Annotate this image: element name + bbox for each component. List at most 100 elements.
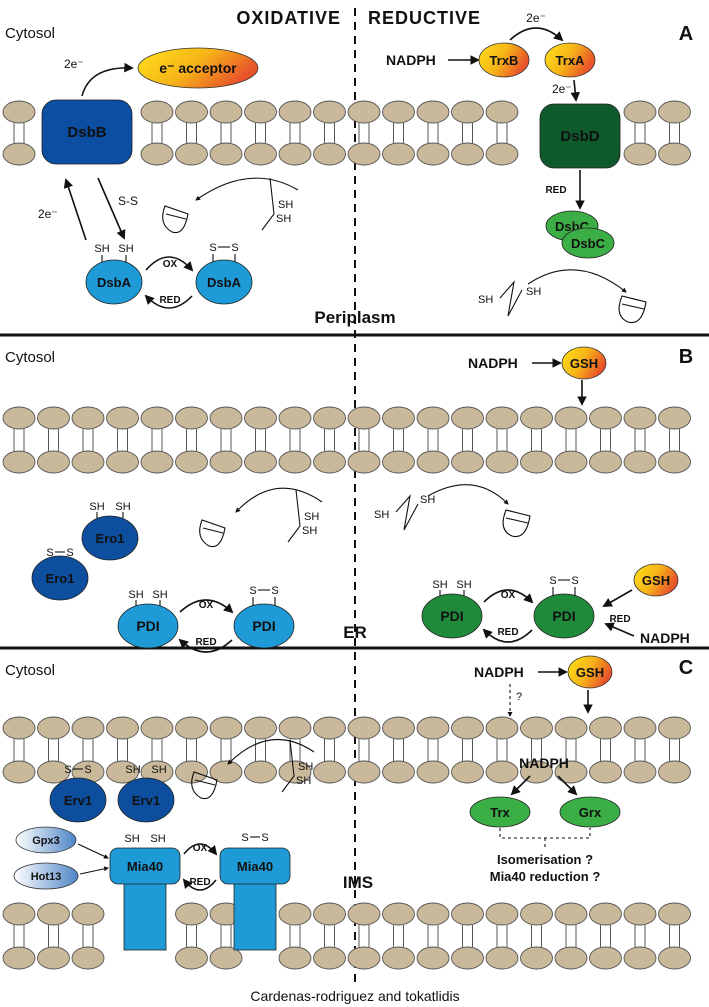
svg-text:TrxB: TrxB <box>490 53 519 68</box>
credit-line: Cardenas-rodriguez and tokatlidis <box>250 988 459 1004</box>
isomerisation-label: Isomerisation ? <box>497 852 593 867</box>
pdi-ox-oxidized <box>233 603 295 649</box>
lipid-head <box>382 902 415 926</box>
svg-text:SH: SH <box>128 589 143 601</box>
panel-letter-a: A <box>679 23 693 45</box>
lipid-head <box>209 142 243 166</box>
erv1-reduced <box>117 777 175 823</box>
lipid-head <box>382 142 415 166</box>
svg-text:SH: SH <box>302 525 317 537</box>
svg-text:SH: SH <box>432 579 447 591</box>
erv1-oxidized <box>49 777 107 823</box>
svg-text:RED: RED <box>195 637 216 648</box>
lipid-head <box>589 406 622 430</box>
svg-text:GSH: GSH <box>642 573 670 588</box>
lipid-head <box>520 902 553 926</box>
lipid-head <box>382 406 415 430</box>
lipid-head <box>485 100 519 124</box>
svg-text:PDI: PDI <box>440 608 463 624</box>
lipid-head <box>520 450 553 474</box>
svg-text:S: S <box>249 585 256 597</box>
svg-text:SH: SH <box>152 589 167 601</box>
svg-text:SH: SH <box>298 761 313 773</box>
lipid-head <box>451 100 484 124</box>
svg-text:SH: SH <box>478 294 493 306</box>
grx <box>559 796 621 828</box>
svg-text:OX: OX <box>199 600 214 611</box>
lipid-head <box>278 760 312 784</box>
hot13 <box>13 862 79 890</box>
svg-text:SH: SH <box>526 286 541 298</box>
gsh-b1 <box>561 346 607 380</box>
svg-text:S: S <box>46 547 53 559</box>
lipid-head <box>658 716 691 740</box>
dsbb-protein <box>41 99 133 165</box>
trxa <box>544 42 596 78</box>
pdi-red-oxidized <box>533 593 595 639</box>
svg-text:GSH: GSH <box>576 665 604 680</box>
svg-text:2e⁻: 2e⁻ <box>552 82 572 96</box>
svg-text:SH: SH <box>115 501 130 513</box>
svg-text:SH: SH <box>420 494 435 506</box>
dsba-oxidized <box>195 259 253 305</box>
lipid-head <box>209 716 243 740</box>
gsh-c <box>567 655 613 689</box>
lipid-head <box>382 100 415 124</box>
panel-letter-b: B <box>679 346 693 368</box>
svg-text:S: S <box>64 764 71 776</box>
lipid-head <box>37 946 70 970</box>
lipid-head <box>209 946 243 970</box>
lipid-head <box>71 716 105 740</box>
lipid-head <box>140 716 174 740</box>
nadph-label-c2: NADPH <box>519 755 569 771</box>
cytosol-label-b: Cytosol <box>5 349 55 366</box>
panel-letter-c: C <box>679 657 693 679</box>
lipid-head <box>658 450 691 474</box>
svg-text:Mia40: Mia40 <box>237 859 273 874</box>
mia40-reduced-stalk <box>123 879 167 951</box>
svg-text:SH: SH <box>374 509 389 521</box>
lipid-head <box>209 100 243 124</box>
panel-a: Cytosol A Periplasm DsbB e⁻ acceptor 2e⁻… <box>5 11 693 327</box>
lipid-head <box>175 450 208 474</box>
lipid-head <box>278 902 312 926</box>
svg-text:Mia40: Mia40 <box>127 859 163 874</box>
svg-text:S: S <box>241 832 248 844</box>
dsbc-b <box>561 227 615 259</box>
lipid-head <box>244 100 277 124</box>
lipid-head <box>451 450 484 474</box>
lipid-head <box>140 142 174 166</box>
lipid-head <box>589 450 622 474</box>
lipid-head <box>209 406 243 430</box>
lipid-head <box>416 450 450 474</box>
lipid-head <box>244 760 277 784</box>
lipid-head <box>313 902 346 926</box>
lipid-head <box>71 406 105 430</box>
lipid-head <box>313 100 346 124</box>
svg-text:Gpx3: Gpx3 <box>32 835 60 847</box>
lipid-head <box>416 902 450 926</box>
lipid-head <box>485 716 519 740</box>
lipid-head <box>658 946 691 970</box>
lipid-head <box>175 142 208 166</box>
ero1-oxidized <box>31 555 89 601</box>
lipid-head <box>106 716 139 740</box>
mia40-reduced <box>109 847 181 885</box>
lipid-head <box>623 902 657 926</box>
lipid-head <box>589 716 622 740</box>
dsbb-label: DsbB <box>67 124 106 141</box>
dsba-reduced <box>85 259 143 305</box>
lipid-head <box>175 716 208 740</box>
lipid-head <box>416 406 450 430</box>
svg-text:Hot13: Hot13 <box>31 871 62 883</box>
lipid-head <box>623 946 657 970</box>
panel-b: Cytosol B ER NADPH GSH Ero1 SH SH Ero1 S… <box>5 346 693 653</box>
lipid-head <box>244 450 277 474</box>
lipid-head <box>589 946 622 970</box>
dsba-reduced-label: DsbA <box>97 275 132 290</box>
mia40-oxidized-stalk <box>233 879 277 951</box>
svg-text:RED: RED <box>189 877 210 888</box>
membrane-c-inner <box>2 902 691 970</box>
compartment-label-er: ER <box>343 623 367 642</box>
lipid-head <box>347 450 381 474</box>
